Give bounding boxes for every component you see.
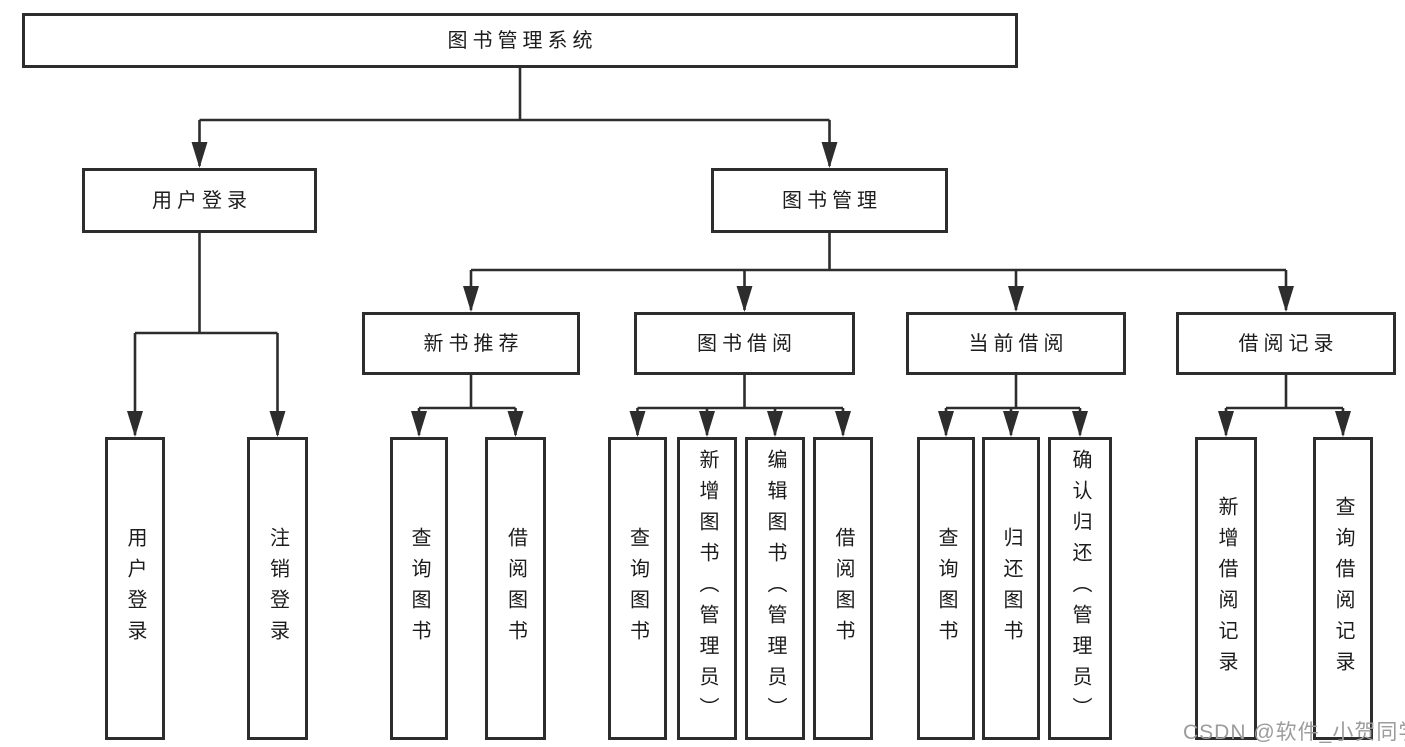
leaf-borrow-books-label: 借阅图书 xyxy=(832,526,854,651)
node-borrowing-records: 借阅记录 xyxy=(1176,312,1396,375)
watermark: CSDN @软件_小贺同学 xyxy=(1183,721,1405,744)
leaf-confirm-return-admin-label: 确认归还（管理员） xyxy=(1069,449,1091,728)
leaf-return-books: 归还图书 xyxy=(982,437,1040,740)
node-root-label: 图书管理系统 xyxy=(447,29,598,52)
node-new-book-recommend-label: 新书推荐 xyxy=(423,332,524,355)
branch-login xyxy=(127,233,286,437)
node-book-borrowing: 图书借阅 xyxy=(634,312,855,375)
node-book-management: 图书管理 xyxy=(711,168,948,233)
leaf-add-books-admin-label: 新增图书（管理员） xyxy=(696,449,718,728)
branch-rec xyxy=(411,375,524,437)
leaf-logout: 注销登录 xyxy=(247,437,308,740)
leaf-user-login-label: 用户登录 xyxy=(124,526,146,651)
leaf-borrow-books: 借阅图书 xyxy=(813,437,873,740)
leaf-confirm-return-admin: 确认归还（管理员） xyxy=(1048,437,1112,740)
leaf-logout-label: 注销登录 xyxy=(266,526,289,651)
leaf-rec-query-books-label: 查询图书 xyxy=(408,526,430,651)
branch-records xyxy=(1218,375,1351,437)
node-book-management-label: 图书管理 xyxy=(782,189,882,212)
leaf-borrow-query-books-label: 查询图书 xyxy=(626,526,649,651)
leaf-edit-books-admin: 编辑图书（管理员） xyxy=(745,437,805,740)
node-user-login: 用户登录 xyxy=(82,168,317,233)
node-root: 图书管理系统 xyxy=(22,13,1018,68)
node-current-borrowing: 当前借阅 xyxy=(906,312,1126,375)
node-book-borrowing-label: 图书借阅 xyxy=(697,332,797,355)
branch-borrow xyxy=(629,375,851,437)
node-new-book-recommend: 新书推荐 xyxy=(362,312,580,375)
node-borrowing-records-label: 借阅记录 xyxy=(1238,332,1339,355)
leaf-query-borrow-record: 查询借阅记录 xyxy=(1313,437,1373,740)
node-current-borrowing-label: 当前借阅 xyxy=(968,332,1069,355)
leaf-current-query-books: 查询图书 xyxy=(917,437,975,740)
leaf-current-query-books-label: 查询图书 xyxy=(935,526,957,651)
leaf-query-borrow-record-label: 查询借阅记录 xyxy=(1332,495,1354,682)
leaf-rec-borrow-books: 借阅图书 xyxy=(485,437,546,740)
branch-current xyxy=(938,375,1088,437)
leaf-return-books-label: 归还图书 xyxy=(1000,526,1022,651)
leaf-add-borrow-record: 新增借阅记录 xyxy=(1195,437,1257,740)
leaf-rec-borrow-books-label: 借阅图书 xyxy=(504,526,527,651)
node-user-login-label: 用户登录 xyxy=(152,189,252,212)
leaf-add-borrow-record-label: 新增借阅记录 xyxy=(1215,495,1237,682)
branch-root xyxy=(191,68,838,168)
branch-mgmt xyxy=(463,233,1294,312)
leaf-add-books-admin: 新增图书（管理员） xyxy=(677,437,737,740)
leaf-edit-books-admin-label: 编辑图书（管理员） xyxy=(764,449,786,728)
leaf-user-login: 用户登录 xyxy=(105,437,165,740)
leaf-borrow-query-books: 查询图书 xyxy=(608,437,667,740)
leaf-rec-query-books: 查询图书 xyxy=(390,437,448,740)
